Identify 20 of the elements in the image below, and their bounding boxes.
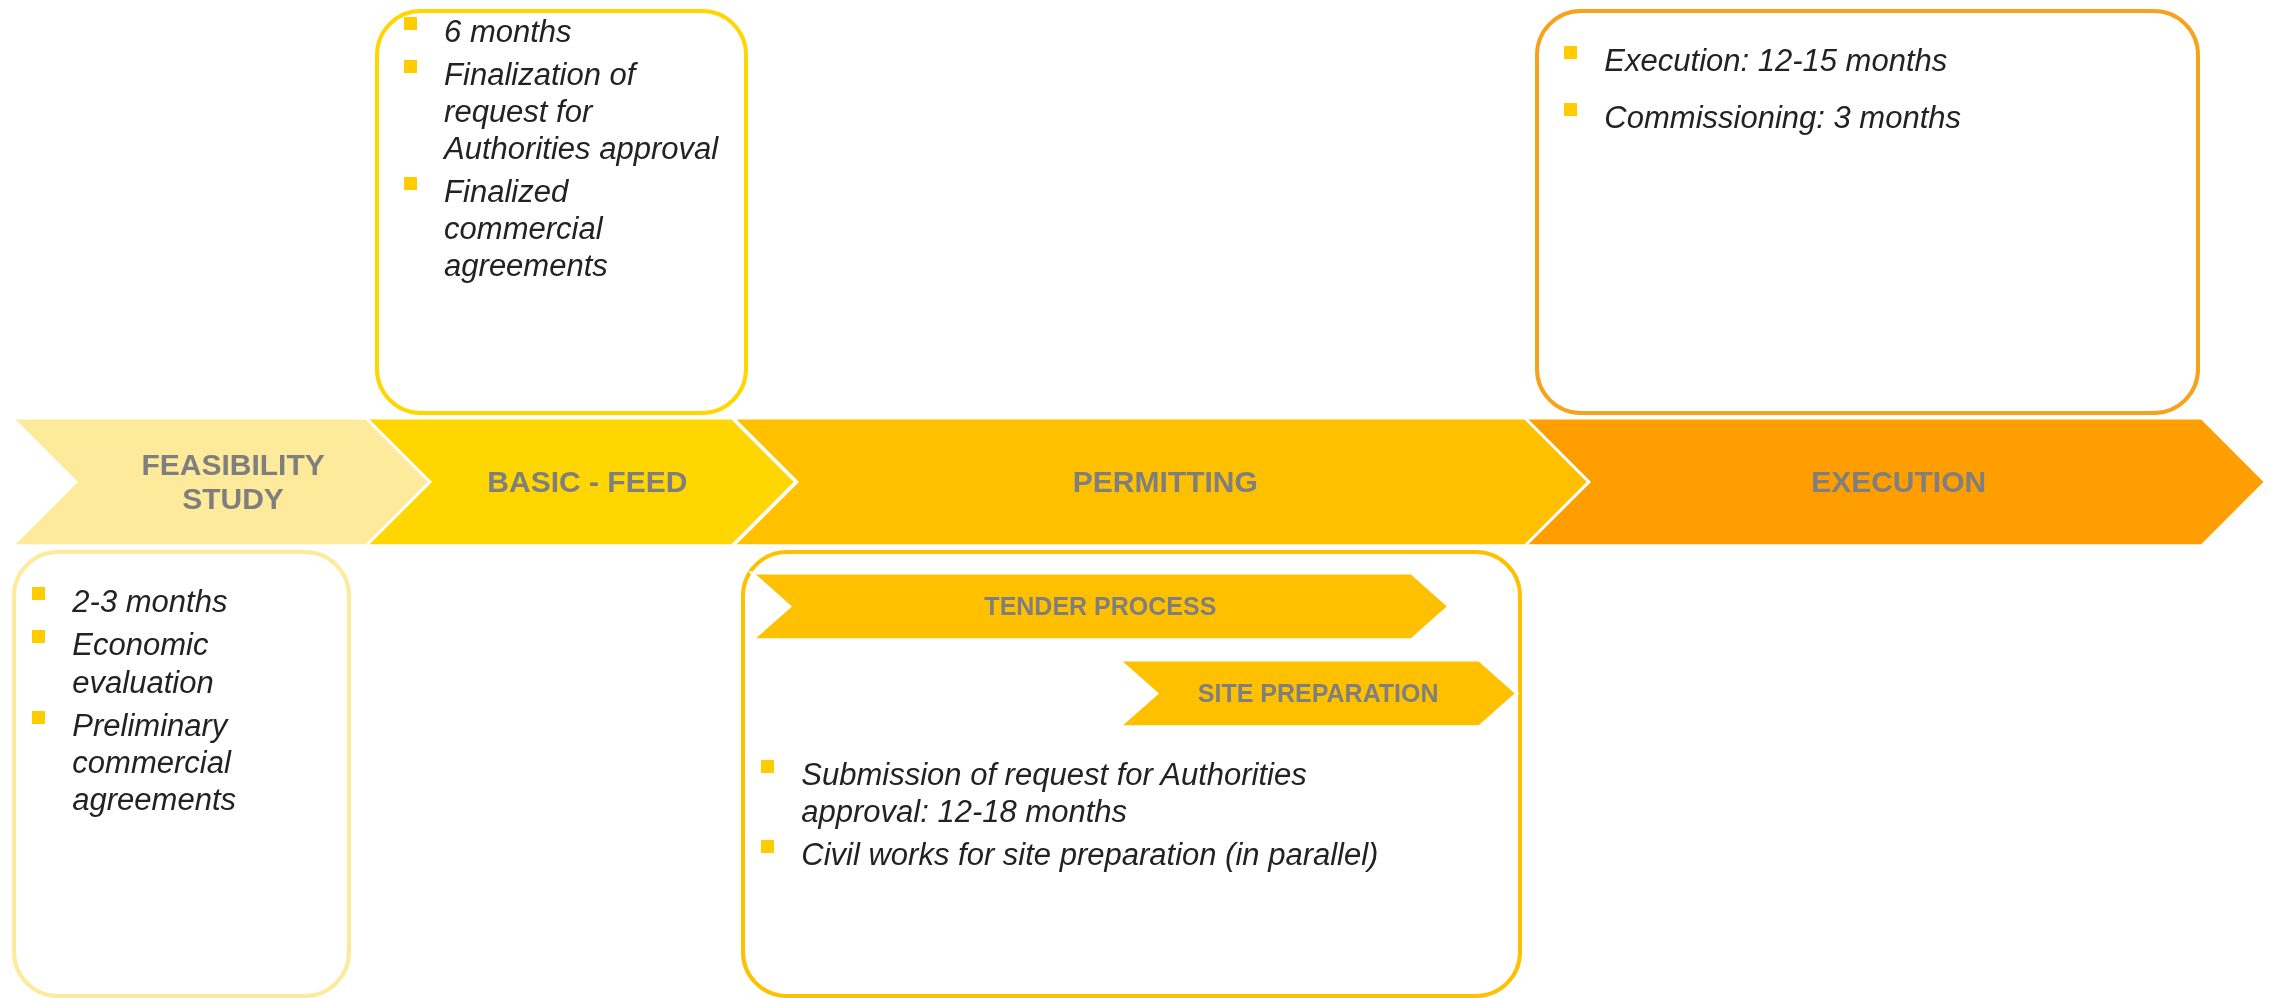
bullet-text: 2-3 months	[72, 583, 229, 621]
bullet-text: Finalized commercial agreements	[444, 173, 609, 285]
stage-label: PERMITTING	[1072, 465, 1258, 500]
bullet-text: Finalization of request for Authorities approval	[444, 55, 720, 168]
rounded-box	[374, 8, 748, 416]
stage-label: FEASIBILITY STUDY	[140, 448, 326, 517]
stage-label: BASIC - FEED	[487, 465, 688, 500]
stage-label: SITE PREPARATION	[1197, 679, 1439, 709]
bullet-text: Execution: 12-15 months	[1604, 41, 1949, 79]
bullet-text: Civil works for site preparation (in parallel)	[801, 836, 1380, 874]
bullet-text: 6 months	[444, 12, 573, 50]
bullet-text: Submission of request for Authorities approval: 12-18 months	[801, 756, 1308, 831]
stage-label: TENDER PROCESS	[984, 592, 1217, 622]
bullet-text: Preliminary commercial agreements	[72, 706, 238, 819]
rounded-box	[1534, 8, 2200, 416]
rounded-box	[740, 550, 1522, 998]
bullet-text: Commissioning: 3 months	[1604, 99, 1962, 137]
rounded-box	[11, 550, 352, 998]
stage-label: EXECUTION	[1811, 465, 1987, 500]
bullet-text: Economic evaluation	[72, 626, 215, 701]
